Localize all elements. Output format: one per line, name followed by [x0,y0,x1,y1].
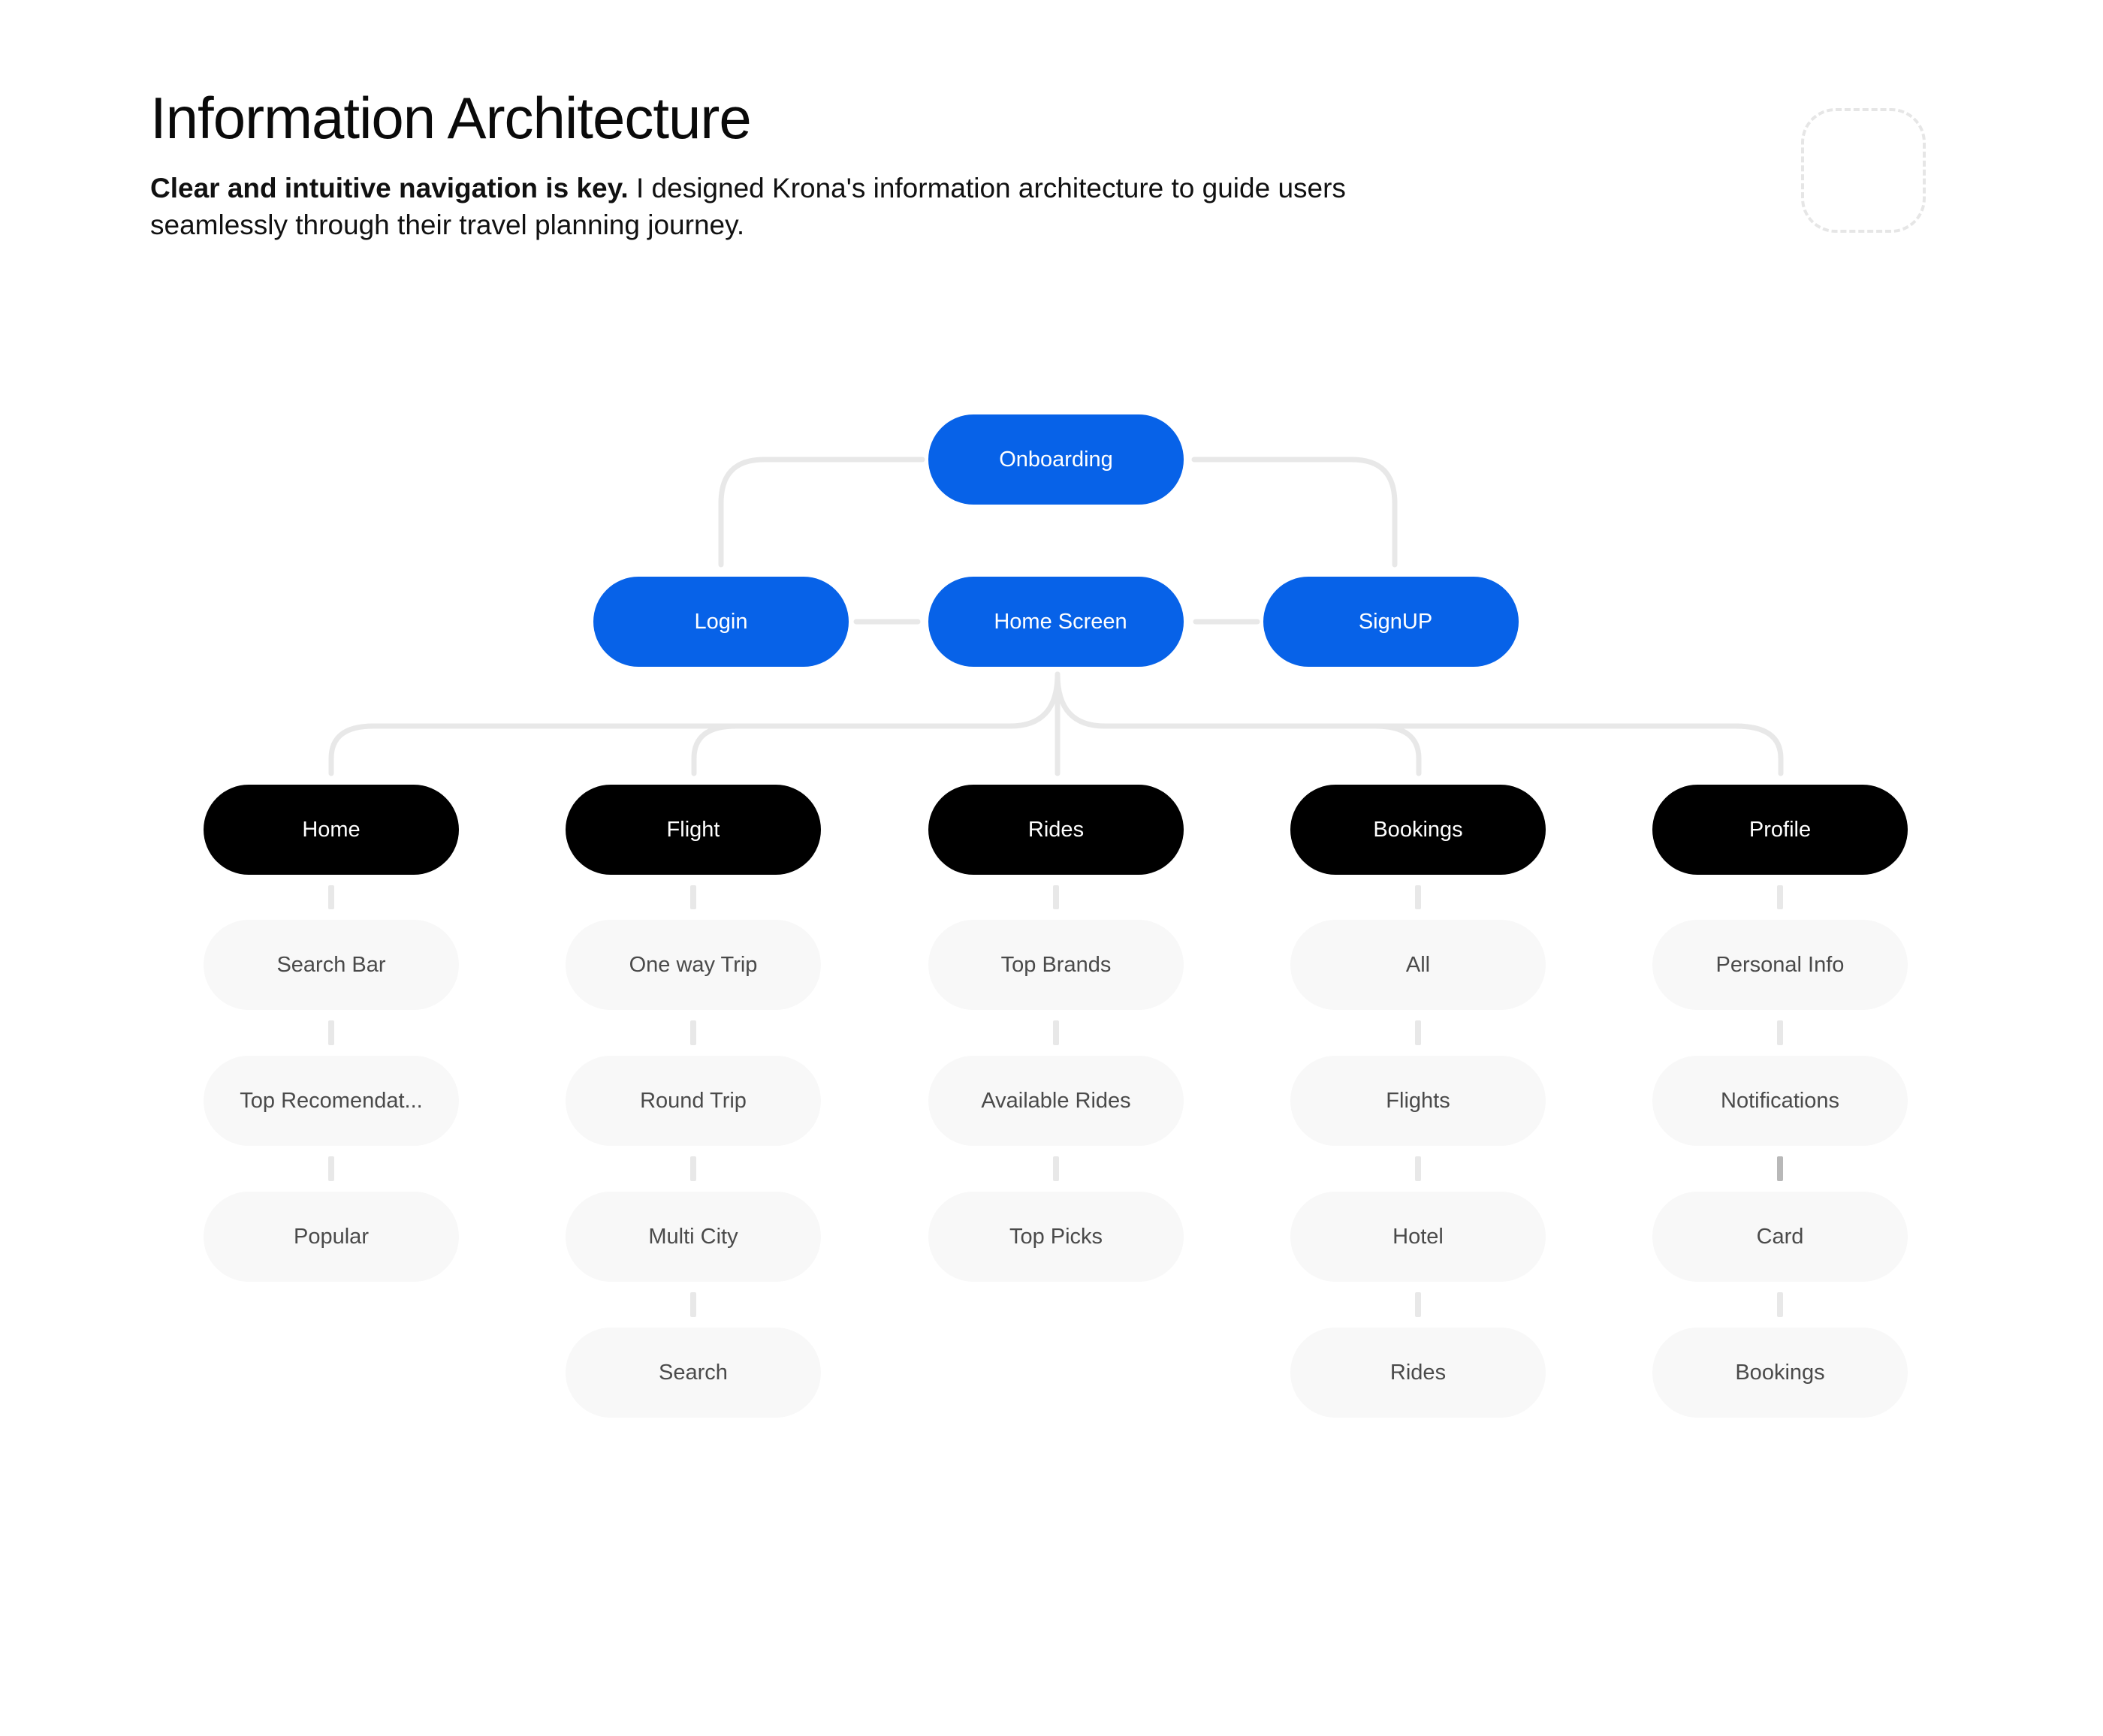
leaf-node[interactable]: Bookings [1652,1328,1908,1418]
page-title: Information Architecture [150,85,752,151]
connector-0-2 [328,1156,334,1181]
connector-1-3 [690,1292,696,1317]
connector-0-0 [328,885,334,909]
section-bookings[interactable]: Bookings [1290,785,1546,875]
connector-branch-home [328,671,1061,776]
child-connectors [328,885,1783,1317]
leaf-node[interactable]: Popular [204,1192,459,1282]
leaf-node[interactable]: Rides [1290,1328,1546,1418]
connector-4-2 [1777,1156,1783,1181]
connector-4-0 [1777,885,1783,909]
connector-2-1 [1053,1020,1059,1045]
leaf-node[interactable]: Round Trip [566,1056,821,1146]
leaf-node[interactable]: Multi City [566,1192,821,1282]
section-flight[interactable]: Flight [566,785,821,875]
connector-1-2 [690,1156,696,1181]
connector-1-0 [690,885,696,909]
connector-3-1 [1415,1020,1421,1045]
leaf-node[interactable]: Flights [1290,1056,1546,1146]
connector-4-3 [1777,1292,1783,1317]
connector-branch-bookings [1055,671,1784,776]
subtitle-bold: Clear and intuitive navigation is key. [150,173,629,203]
leaf-node[interactable]: Top Picks [928,1192,1184,1282]
placeholder-frame [1801,108,1926,233]
leaf-node[interactable]: Personal Info [1652,920,1908,1010]
leaf-node[interactable]: Available Rides [928,1056,1184,1146]
node-login[interactable]: Login [593,577,849,667]
page-subtitle: Clear and intuitive navigation is key. I… [150,170,1382,243]
leaf-node[interactable]: One way Trip [566,920,821,1010]
subtitle-text: I designed Krona's information architect… [150,173,1346,240]
leaf-node[interactable]: Top Brands [928,920,1184,1010]
node-signup[interactable]: SignUP [1263,577,1519,667]
connector-1-1 [690,1020,696,1045]
node-home-screen[interactable]: Home Screen [928,577,1184,667]
node-onboarding[interactable]: Onboarding [928,414,1184,505]
section-rides[interactable]: Rides [928,785,1184,875]
connector-3-0 [1415,885,1421,909]
section-profile[interactable]: Profile [1652,785,1908,875]
section-home[interactable]: Home [204,785,459,875]
connector-branch-flight-bookings [1372,723,1422,776]
connector-0-1 [328,1020,334,1045]
leaf-node[interactable]: Search Bar [204,920,459,1010]
leaf-node[interactable]: Search [566,1328,821,1418]
connector-3-3 [1415,1292,1421,1317]
leaf-node[interactable]: Top Recomendat... [204,1056,459,1146]
connector-onboarding-login [718,457,925,568]
connector-3-2 [1415,1156,1421,1181]
connector-4-1 [1777,1020,1783,1045]
connector-2-0 [1053,885,1059,909]
leaf-node[interactable]: Card [1652,1192,1908,1282]
connector-2-2 [1053,1156,1059,1181]
connector-branch-flight [691,723,739,776]
connector-onboarding-signup [1191,457,1398,568]
leaf-node[interactable]: All [1290,920,1546,1010]
leaf-node[interactable]: Hotel [1290,1192,1546,1282]
leaf-node[interactable]: Notifications [1652,1056,1908,1146]
